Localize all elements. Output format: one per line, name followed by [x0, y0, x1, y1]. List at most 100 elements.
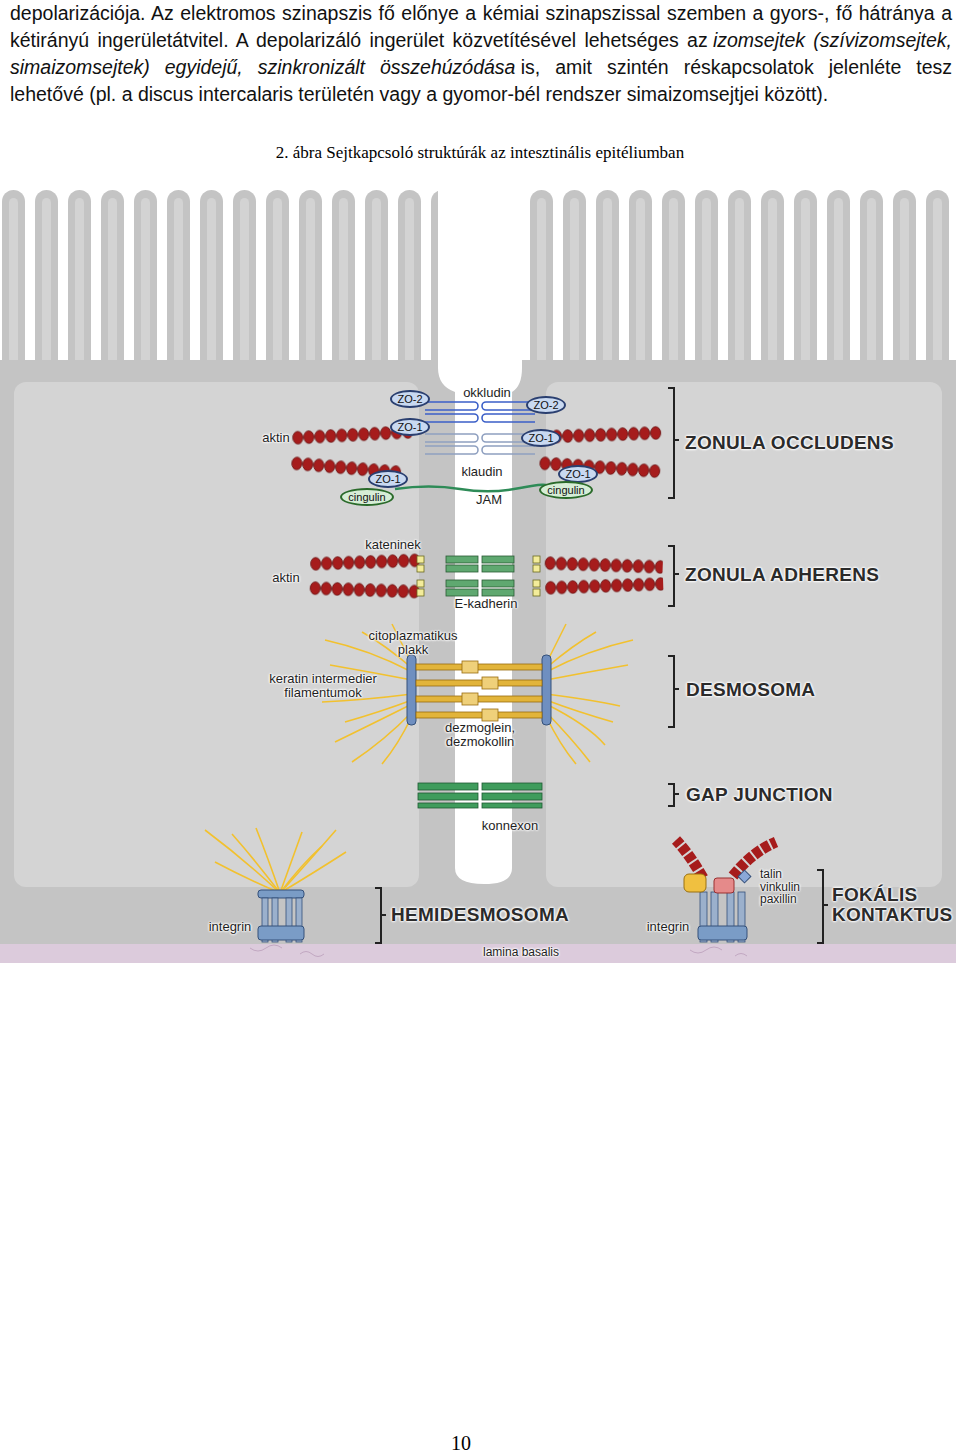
- desmosome-plaque: [416, 712, 542, 718]
- part-label: talin vinkulin paxillin: [760, 868, 814, 906]
- occludin-loops: [425, 414, 478, 422]
- bracket: [668, 656, 679, 727]
- part-label: aktin: [262, 431, 289, 445]
- claudin-loops: [425, 446, 478, 454]
- cingulin-oval: cingulin: [539, 481, 593, 499]
- hemidesmosome-fibers: [280, 846, 322, 893]
- bracket: [668, 546, 679, 606]
- catenin-blocks: [533, 556, 540, 563]
- catenin-blocks: [417, 556, 540, 596]
- e-cadherin-blocks: [446, 580, 478, 587]
- actin-filament: [310, 553, 420, 571]
- desmosome-plaque: [416, 664, 542, 718]
- desmosome-plaque: [462, 661, 478, 673]
- structure-heading: FOKÁLIS KONTAKTUS: [832, 885, 954, 925]
- connexon-channels: [482, 783, 542, 790]
- structure-heading: ZONULA OCCLUDENS: [685, 433, 894, 453]
- jam-strand: [395, 485, 548, 492]
- actin-filament: [310, 553, 420, 571]
- part-label: JAM: [476, 493, 502, 507]
- hemidesmosome-fibers: [205, 828, 346, 893]
- integrin-posts: [698, 926, 747, 940]
- e-cadherin-blocks: [482, 589, 514, 596]
- desmosome-plaque: [407, 655, 551, 725]
- actin-filament: [291, 425, 664, 599]
- connexon-channels: [418, 803, 478, 808]
- protein-name: ZO-1: [397, 422, 422, 433]
- connexon-channels: [482, 803, 542, 808]
- structure-heading: DESMOSOMA: [686, 680, 815, 700]
- focal-contact-proteins: [738, 870, 751, 883]
- desmosome-plaque: [462, 661, 498, 721]
- page-number: 10: [451, 1432, 471, 1455]
- keratin-filaments: [546, 665, 628, 680]
- desmosome-plaque: [462, 693, 478, 705]
- desmosome-plaque: [416, 664, 542, 670]
- protein-name: ZO-1: [565, 469, 590, 480]
- keratin-filaments: [322, 624, 633, 764]
- hemidesmosome-fibers: [232, 834, 280, 893]
- protein-name: cingulin: [547, 485, 584, 496]
- part-label: lamina basalis: [483, 946, 559, 959]
- actin-filament: [545, 577, 663, 595]
- protein-oval: ZO-1: [521, 429, 561, 447]
- protein-oval: ZO-1: [390, 418, 430, 436]
- protein-name: ZO-1: [375, 474, 400, 485]
- keratin-filaments: [352, 712, 412, 762]
- actin-filament: [545, 577, 663, 595]
- desmosome-plaque: [407, 655, 416, 725]
- body-paragraph: depolarizációja. Az elektromos szinapszi…: [10, 0, 952, 108]
- e-cadherin-blocks: [482, 565, 514, 572]
- bracket: [668, 388, 679, 498]
- e-cadherin-blocks: [446, 565, 478, 572]
- structure-heading: GAP JUNCTION: [686, 785, 833, 805]
- cingulin-oval: cingulin: [340, 488, 394, 506]
- e-cadherin-blocks: [446, 556, 478, 563]
- bracket: [817, 870, 828, 943]
- e-cadherin-blocks: [446, 556, 514, 596]
- e-cadherin-blocks: [482, 556, 514, 563]
- part-label: integrin: [647, 920, 690, 934]
- part-label: citoplazmatikus plakk: [361, 629, 465, 656]
- occludin-loops: [482, 414, 535, 422]
- desmosome-plaque: [482, 709, 498, 721]
- part-label: integrin: [209, 920, 252, 934]
- actin-filament: [545, 556, 663, 574]
- keratin-filaments: [345, 700, 412, 722]
- hemidesmosome-fibers: [215, 862, 280, 893]
- bracket: [375, 888, 386, 943]
- jam-strand: [395, 485, 548, 492]
- protein-oval: ZO-1: [368, 470, 408, 488]
- focal-contact-proteins: [676, 840, 703, 878]
- cells: [0, 186, 956, 945]
- catenin-blocks: [417, 565, 424, 572]
- claudin-loops: [425, 434, 535, 454]
- part-label: kateninek: [365, 538, 421, 552]
- occludin-loops: [425, 402, 478, 410]
- catenin-blocks: [417, 556, 424, 563]
- e-cadherin-blocks: [446, 589, 478, 596]
- hemidesmosome-fibers: [280, 852, 346, 893]
- desmosome-plaque: [482, 677, 498, 689]
- actin-filament: [545, 556, 663, 574]
- part-label: konnexon: [482, 819, 538, 833]
- cells: [438, 186, 522, 884]
- catenin-blocks: [533, 580, 540, 587]
- desmosome-plaque: [416, 680, 542, 686]
- focal-contact-proteins: [714, 878, 734, 893]
- connexon-channels: [418, 783, 542, 808]
- keratin-filaments: [546, 700, 613, 722]
- part-label: dezmoglein, dezmokollin: [434, 721, 526, 748]
- cells: [14, 382, 419, 887]
- part-label: keratin intermedier filamentumok: [260, 672, 386, 699]
- actin-filament: [310, 581, 420, 599]
- protein-name: cingulin: [348, 492, 385, 503]
- desmosome-plaque: [416, 696, 542, 702]
- structure-heading: HEMIDESMOSOMA: [391, 905, 569, 925]
- lamina-basalis-band: [0, 944, 956, 963]
- catenin-blocks: [417, 580, 424, 587]
- part-label: aktin: [272, 571, 299, 585]
- protein-name: ZO-1: [528, 433, 553, 444]
- figure-caption: 2. ábra Sejtkapcsoló struktúrák az intes…: [0, 143, 960, 163]
